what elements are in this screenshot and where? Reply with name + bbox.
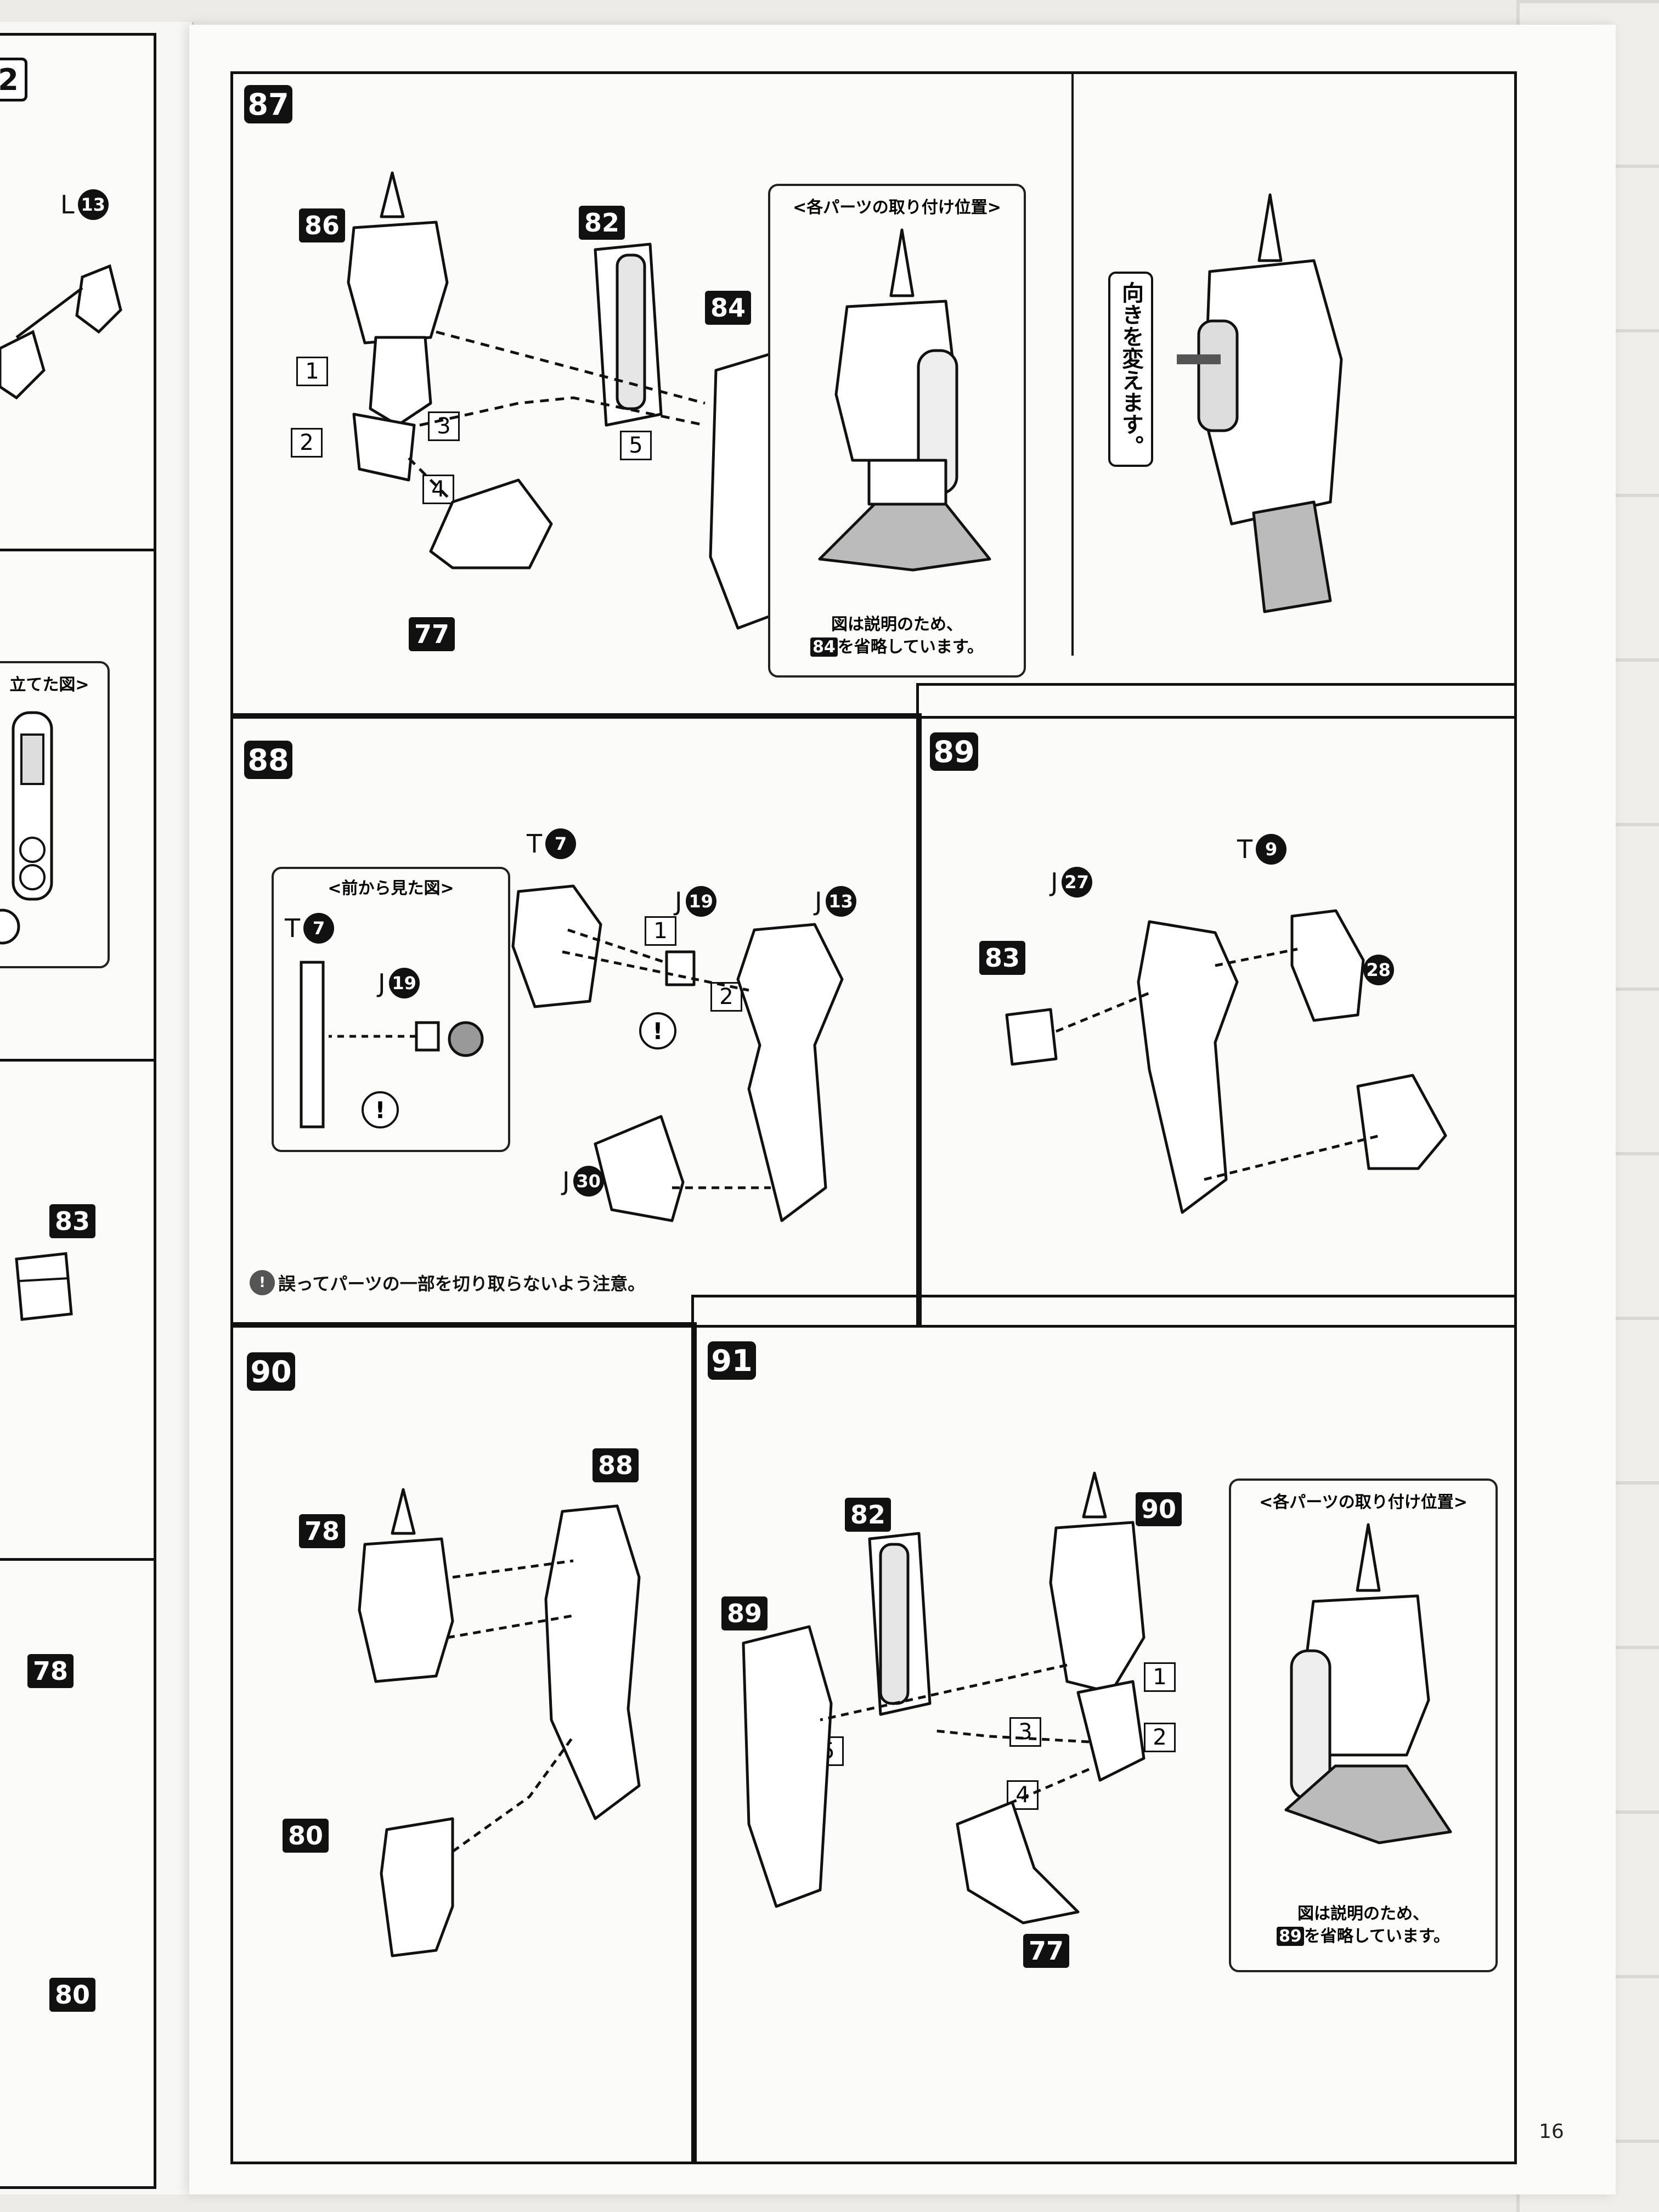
step-87-inset-title: <各パーツの取り付け位置> — [793, 198, 1001, 217]
left-step-frame-bottom: 78 80 — [0, 1558, 156, 2189]
step-87-divider — [1071, 74, 1074, 656]
part-tag-82: 82 — [579, 206, 625, 240]
step-87-num-1: 1 — [296, 357, 328, 386]
part-tag-83-step89: 83 — [979, 941, 1026, 975]
step-87-inset-drawing — [818, 228, 991, 572]
step-88-assembly-drawing — [511, 884, 844, 1222]
part-tag-89: 89 — [721, 1596, 768, 1630]
step-88-num-2: 2 — [710, 982, 742, 1012]
part-tag-90: 90 — [1136, 1492, 1182, 1526]
step-91-inset-title: <各パーツの取り付け位置> — [1259, 1493, 1468, 1512]
page-number: 16 — [1539, 2120, 1564, 2143]
part-tag-77-step91: 77 — [1023, 1934, 1070, 1968]
step-87-num-4: 4 — [422, 475, 454, 504]
left-part-drawing-1 — [0, 264, 122, 400]
step-87-num-5: 5 — [620, 431, 652, 460]
caution-icon: ! — [250, 1270, 275, 1295]
step-88-num-1: 1 — [645, 916, 676, 946]
step-87-num-3: 3 — [428, 411, 460, 441]
left-part-83-drawing — [15, 1252, 73, 1321]
step-87-rotated-drawing — [1177, 193, 1343, 613]
step-87-vertical-note: 向きを変えます。 — [1108, 272, 1153, 467]
part-tag-86: 86 — [299, 208, 346, 242]
left-inset-track-drawing — [0, 711, 53, 945]
left-step-frame-mid: 立てた図> — [0, 549, 156, 1070]
step-88-badge: 88 — [244, 741, 292, 779]
step-89-badge: 89 — [930, 732, 978, 771]
step-87-num-2: 2 — [291, 428, 323, 458]
step-88-inset-title: <前から見た図> — [328, 879, 454, 898]
left-step-frame-lower: 83 — [0, 1059, 156, 1569]
step-89-panel: 89 83 J27 T9 J28 — [916, 683, 1517, 1328]
step-91-num-1: 1 — [1144, 1662, 1176, 1692]
step-88-inset-drawing — [300, 961, 484, 1128]
step-90-badge: 90 — [247, 1352, 295, 1391]
step-87-assembly-drawing — [347, 171, 794, 630]
left-inset-title: 立てた図> — [9, 675, 89, 695]
step-87-panel: 87 86 82 84 77 1 2 3 4 5 — [230, 71, 1517, 719]
part-tag-78: 78 — [299, 1514, 346, 1548]
part-tag-82-step91: 82 — [845, 1498, 891, 1532]
left-tag-78: 78 — [27, 1654, 74, 1688]
left-step-badge: 2 — [0, 58, 27, 101]
left-inset: 立てた図> — [0, 661, 110, 968]
part-tag-77: 77 — [409, 617, 455, 651]
step-91-badge: 91 — [708, 1341, 756, 1380]
step-87-badge: 87 — [244, 85, 292, 123]
part-tag-88: 88 — [592, 1448, 639, 1482]
left-tag-83: 83 — [49, 1204, 96, 1238]
warning-icon-inset: ! — [362, 1091, 399, 1128]
step-89-assembly-drawing — [1005, 909, 1447, 1214]
step-91-panel: 91 82 90 89 77 1 2 3 4 5 — [691, 1295, 1517, 2164]
step-91-num-2: 2 — [1144, 1723, 1176, 1752]
manual-page-16: 87 86 82 84 77 1 2 3 4 5 — [189, 25, 1616, 2194]
step-91-inset-drawing — [1284, 1523, 1452, 1844]
step-90-assembly-drawing — [358, 1488, 641, 1957]
step-91-num-3: 3 — [1009, 1717, 1041, 1747]
step-88-caution: ! 誤ってパーツの一部を切り取らないよう注意。 — [250, 1270, 645, 1295]
left-tag-80: 80 — [49, 1978, 96, 2012]
part-tag-84: 84 — [705, 291, 752, 325]
warning-icon-main: ! — [639, 1012, 676, 1049]
part-tag-80: 80 — [283, 1819, 329, 1853]
step-91-assembly-drawing — [742, 1471, 1146, 1925]
step-90-panel: 90 78 88 80 — [230, 1322, 697, 2164]
